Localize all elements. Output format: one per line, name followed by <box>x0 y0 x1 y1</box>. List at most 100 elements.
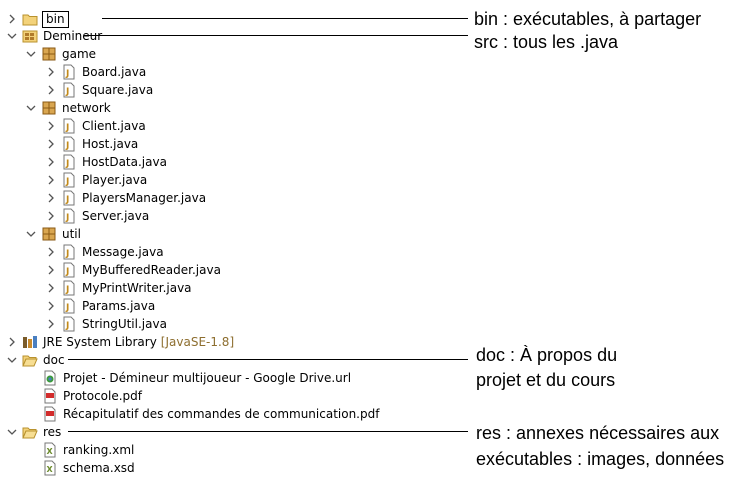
chevron-right-icon[interactable] <box>45 135 57 153</box>
tree-item-label: ranking.xml <box>63 443 135 457</box>
tree-item-label: StringUtil.java <box>82 317 167 331</box>
chevron-right-icon[interactable] <box>45 207 57 225</box>
tree-item-label: Demineur <box>43 29 103 43</box>
annotation-src: src : tous les .java <box>474 32 619 52</box>
annotation-bin: bin : exécutables, à partager <box>474 9 702 29</box>
xsd-file-icon: X <box>42 460 58 476</box>
tree-item-file-player[interactable]: J Player.java <box>45 171 147 189</box>
chevron-right-icon[interactable] <box>45 81 57 99</box>
chevron-down-icon[interactable] <box>6 27 18 45</box>
tree-item-label: Récapitulatif des commandes de communica… <box>63 407 380 421</box>
tree-item-file-host[interactable]: J Host.java <box>45 135 138 153</box>
tree-item-project-demineur[interactable]: Demineur <box>6 27 102 45</box>
svg-text:J: J <box>65 213 69 223</box>
chevron-right-icon[interactable] <box>6 333 18 351</box>
annotation-line-res <box>68 431 468 432</box>
svg-text:J: J <box>65 267 69 277</box>
tree-item-label: HostData.java <box>82 155 167 169</box>
tree-item-file-board[interactable]: J Board.java <box>45 63 146 81</box>
java-file-icon: J <box>61 316 77 332</box>
chevron-right-icon[interactable] <box>45 261 57 279</box>
chevron-down-icon[interactable] <box>25 225 37 243</box>
tree-item-label: Player.java <box>82 173 148 187</box>
annotation-res-line1: res : annexes nécessaires aux <box>476 423 720 443</box>
tree-item-file-projet-url[interactable]: Projet - Démineur multijoueur - Google D… <box>42 369 351 387</box>
svg-text:J: J <box>65 141 69 151</box>
pdf-file-icon <box>42 406 58 422</box>
java-file-icon: J <box>61 64 77 80</box>
java-file-icon: J <box>61 172 77 188</box>
tree-item-file-mybufferedreader[interactable]: J MyBufferedReader.java <box>45 261 221 279</box>
jre-version-label: [JavaSE-1.8] <box>160 335 235 349</box>
tree-item-file-server[interactable]: J Server.java <box>45 207 149 225</box>
folder-open-icon <box>22 424 38 440</box>
tree-item-package-util[interactable]: util <box>25 225 81 243</box>
tree-item-label: MyBufferedReader.java <box>82 263 221 277</box>
java-file-icon: J <box>61 154 77 170</box>
chevron-right-icon[interactable] <box>45 189 57 207</box>
tree-item-bin[interactable]: bin <box>6 10 69 28</box>
source-folder-icon <box>22 28 38 44</box>
tree-item-package-network[interactable]: network <box>25 99 111 117</box>
url-file-icon <box>42 370 58 386</box>
svg-text:J: J <box>65 177 69 187</box>
chevron-right-icon[interactable] <box>6 10 18 28</box>
tree-item-label: Client.java <box>82 119 146 133</box>
tree-item-file-playersmanager[interactable]: J PlayersManager.java <box>45 189 206 207</box>
annotation-line-bin <box>102 18 468 19</box>
svg-text:J: J <box>65 303 69 313</box>
chevron-right-icon[interactable] <box>45 117 57 135</box>
chevron-right-icon[interactable] <box>45 63 57 81</box>
annotation-line-src <box>84 35 468 36</box>
svg-text:J: J <box>65 159 69 169</box>
annotation-doc-line1: doc : À propos du <box>476 345 618 365</box>
tree-item-file-client[interactable]: J Client.java <box>45 117 146 135</box>
tree-item-jre-library[interactable]: JRE System Library [JavaSE-1.8] <box>6 333 234 351</box>
chevron-right-icon[interactable] <box>45 279 57 297</box>
tree-item-file-stringutil[interactable]: J StringUtil.java <box>45 315 167 333</box>
folder-open-icon <box>22 352 38 368</box>
tree-item-file-schema[interactable]: X schema.xsd <box>42 459 135 477</box>
java-file-icon: J <box>61 190 77 206</box>
annotation-res-line2: exécutables : images, données <box>476 449 725 469</box>
chevron-right-icon[interactable] <box>45 153 57 171</box>
tree-item-file-myprintwriter[interactable]: J MyPrintWriter.java <box>45 279 192 297</box>
tree-item-file-message[interactable]: J Message.java <box>45 243 164 261</box>
chevron-right-icon[interactable] <box>45 171 57 189</box>
tree-item-file-protocole[interactable]: Protocole.pdf <box>42 387 142 405</box>
svg-text:J: J <box>65 87 69 97</box>
tree-item-label: Protocole.pdf <box>63 389 143 403</box>
tree-item-folder-res[interactable]: res <box>6 423 61 441</box>
chevron-down-icon[interactable] <box>25 45 37 63</box>
pdf-file-icon <box>42 388 58 404</box>
svg-text:J: J <box>65 123 69 133</box>
tree-item-label: schema.xsd <box>63 461 135 475</box>
package-icon <box>41 226 57 242</box>
tree-item-label: network <box>62 101 111 115</box>
tree-item-folder-doc[interactable]: doc <box>6 351 65 369</box>
java-file-icon: J <box>61 136 77 152</box>
chevron-right-icon[interactable] <box>45 315 57 333</box>
tree-item-file-square[interactable]: J Square.java <box>45 81 153 99</box>
annotation-line-doc <box>68 359 468 360</box>
tree-item-file-hostdata[interactable]: J HostData.java <box>45 153 167 171</box>
folder-icon <box>22 11 38 27</box>
tree-item-label: util <box>62 227 81 241</box>
chevron-down-icon[interactable] <box>6 351 18 369</box>
java-file-icon: J <box>61 262 77 278</box>
chevron-right-icon[interactable] <box>45 297 57 315</box>
chevron-down-icon[interactable] <box>25 99 37 117</box>
tree-item-label: Projet - Démineur multijoueur - Google D… <box>63 371 352 385</box>
chevron-down-icon[interactable] <box>6 423 18 441</box>
tree-item-label: Host.java <box>82 137 139 151</box>
svg-text:J: J <box>65 249 69 259</box>
tree-item-label: PlayersManager.java <box>82 191 207 205</box>
tree-item-package-game[interactable]: game <box>25 45 96 63</box>
chevron-right-icon[interactable] <box>45 243 57 261</box>
java-file-icon: J <box>61 82 77 98</box>
tree-item-file-recapitulatif[interactable]: Récapitulatif des commandes de communica… <box>42 405 379 423</box>
tree-item-file-ranking[interactable]: X ranking.xml <box>42 441 134 459</box>
java-file-icon: J <box>61 298 77 314</box>
tree-item-file-params[interactable]: J Params.java <box>45 297 155 315</box>
annotation-doc-line2: projet et du cours <box>476 370 616 390</box>
